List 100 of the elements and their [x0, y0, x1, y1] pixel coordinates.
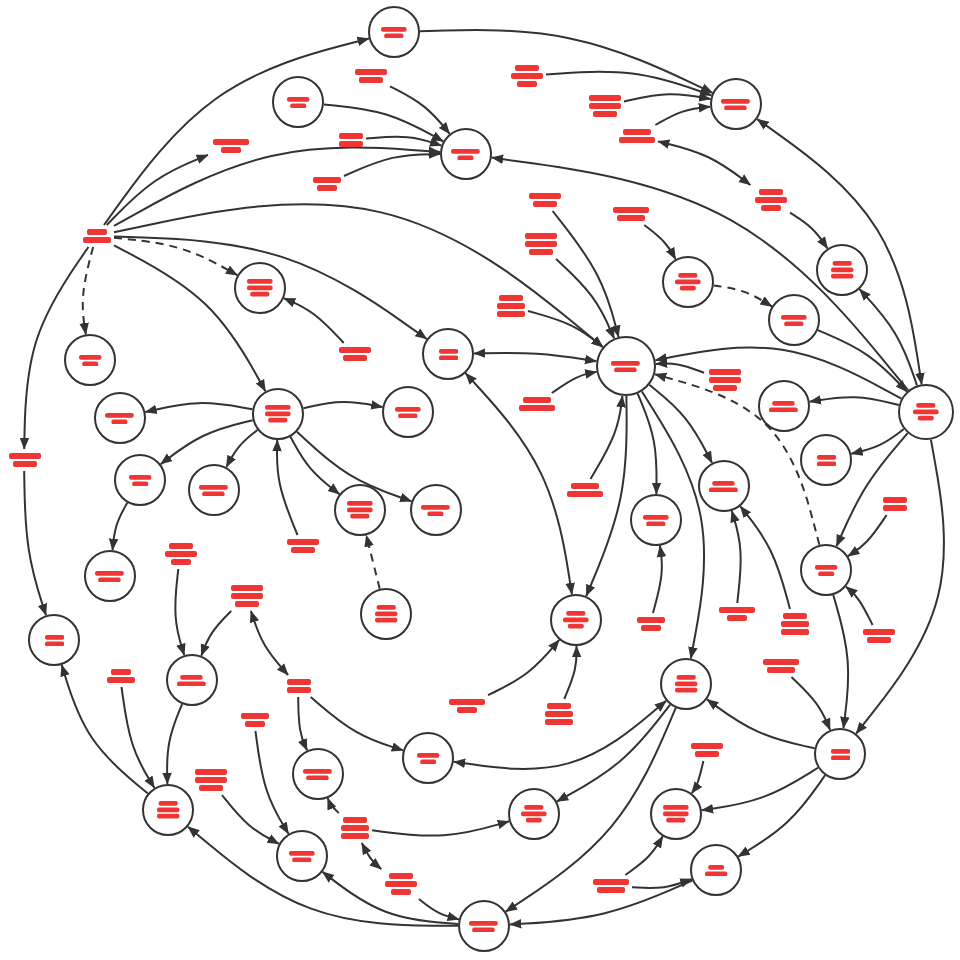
circle-node — [814, 728, 866, 780]
arrow — [490, 154, 910, 392]
arrow — [737, 774, 827, 858]
arrow — [790, 676, 832, 731]
arrow — [19, 246, 90, 450]
arrow — [321, 870, 460, 926]
circle-node — [630, 494, 682, 546]
arrow — [365, 135, 443, 147]
arrow — [690, 760, 705, 795]
scribble-mark — [753, 188, 787, 212]
dashed-arrow — [79, 246, 95, 336]
scribble-mark — [383, 872, 417, 896]
scribble-mark — [517, 396, 555, 412]
arrow — [643, 224, 677, 261]
arrow — [105, 153, 209, 226]
circle-node — [360, 588, 412, 640]
circle-node — [800, 544, 852, 596]
arrow — [563, 645, 582, 700]
circle-node — [650, 788, 702, 840]
arrow — [113, 235, 428, 340]
scribble-mark — [285, 678, 311, 694]
arrow — [623, 92, 712, 103]
scribble-mark — [285, 538, 319, 554]
arrow — [550, 369, 598, 394]
circle-node — [508, 788, 560, 840]
circle-node — [188, 464, 240, 516]
scribble-mark — [617, 128, 655, 144]
arrow — [473, 348, 598, 365]
arrow — [272, 439, 299, 536]
scribble-mark — [337, 346, 371, 362]
circle-node — [234, 262, 286, 314]
scribble-mark — [7, 452, 41, 468]
arrow — [545, 70, 713, 97]
scribble-mark — [689, 742, 723, 758]
arrow — [700, 766, 819, 814]
arrow — [249, 610, 290, 676]
arrow — [297, 696, 309, 752]
scribble-mark — [717, 606, 755, 622]
circle-node — [382, 386, 434, 438]
circle-node — [334, 484, 386, 536]
circle-node — [94, 392, 146, 444]
circle-node — [662, 256, 714, 308]
arrow — [200, 610, 233, 657]
circle-node — [368, 6, 420, 58]
arrow — [108, 501, 129, 552]
arrow — [504, 706, 677, 913]
arrow — [832, 593, 850, 730]
arrow — [23, 470, 47, 617]
scribble-mark — [543, 702, 573, 726]
scribble-mark — [779, 612, 809, 636]
scribble-mark — [611, 206, 649, 222]
arrow — [289, 435, 341, 496]
arrow — [417, 898, 460, 922]
arrow — [654, 346, 903, 400]
arrow — [322, 103, 445, 143]
arrow — [654, 358, 705, 374]
scribble-mark — [523, 232, 557, 256]
arrow — [816, 329, 908, 393]
arrow — [452, 699, 668, 770]
scribble-mark — [81, 228, 111, 244]
circle-node — [550, 594, 602, 646]
arrow — [113, 244, 267, 393]
circle-node — [28, 614, 80, 666]
circle-node — [114, 454, 166, 506]
scribble-mark — [861, 628, 895, 644]
dashed-arrow — [113, 236, 239, 277]
arrow — [858, 288, 918, 387]
arrow — [855, 438, 945, 735]
arrow — [756, 118, 925, 386]
arrow — [654, 103, 712, 126]
arrow — [527, 310, 604, 349]
scribble-mark — [211, 138, 249, 154]
arrow — [555, 703, 672, 803]
circle-node — [440, 128, 492, 180]
arrow — [302, 400, 384, 410]
arrow — [789, 211, 829, 250]
scribble-mark — [565, 482, 603, 498]
circle-node — [64, 334, 116, 386]
arrow — [739, 505, 791, 610]
circle-node — [800, 434, 852, 486]
arrow — [589, 394, 626, 480]
arrow — [220, 794, 280, 845]
circle-node — [252, 388, 304, 440]
scribble-mark — [509, 64, 543, 88]
arrow — [835, 432, 909, 548]
arrow — [508, 879, 694, 929]
scribble-mark — [239, 712, 269, 728]
arrow — [343, 149, 441, 177]
arrow — [159, 419, 254, 466]
circle-node — [402, 732, 454, 784]
circle-node — [458, 900, 510, 952]
arrow — [360, 842, 383, 870]
circle-node — [690, 844, 742, 896]
arrow — [555, 258, 616, 340]
arrow — [254, 730, 290, 835]
circle-node — [758, 380, 810, 432]
arrow — [419, 29, 714, 94]
circle-node — [142, 784, 194, 836]
circle-node — [768, 294, 820, 346]
arrow — [652, 544, 667, 614]
